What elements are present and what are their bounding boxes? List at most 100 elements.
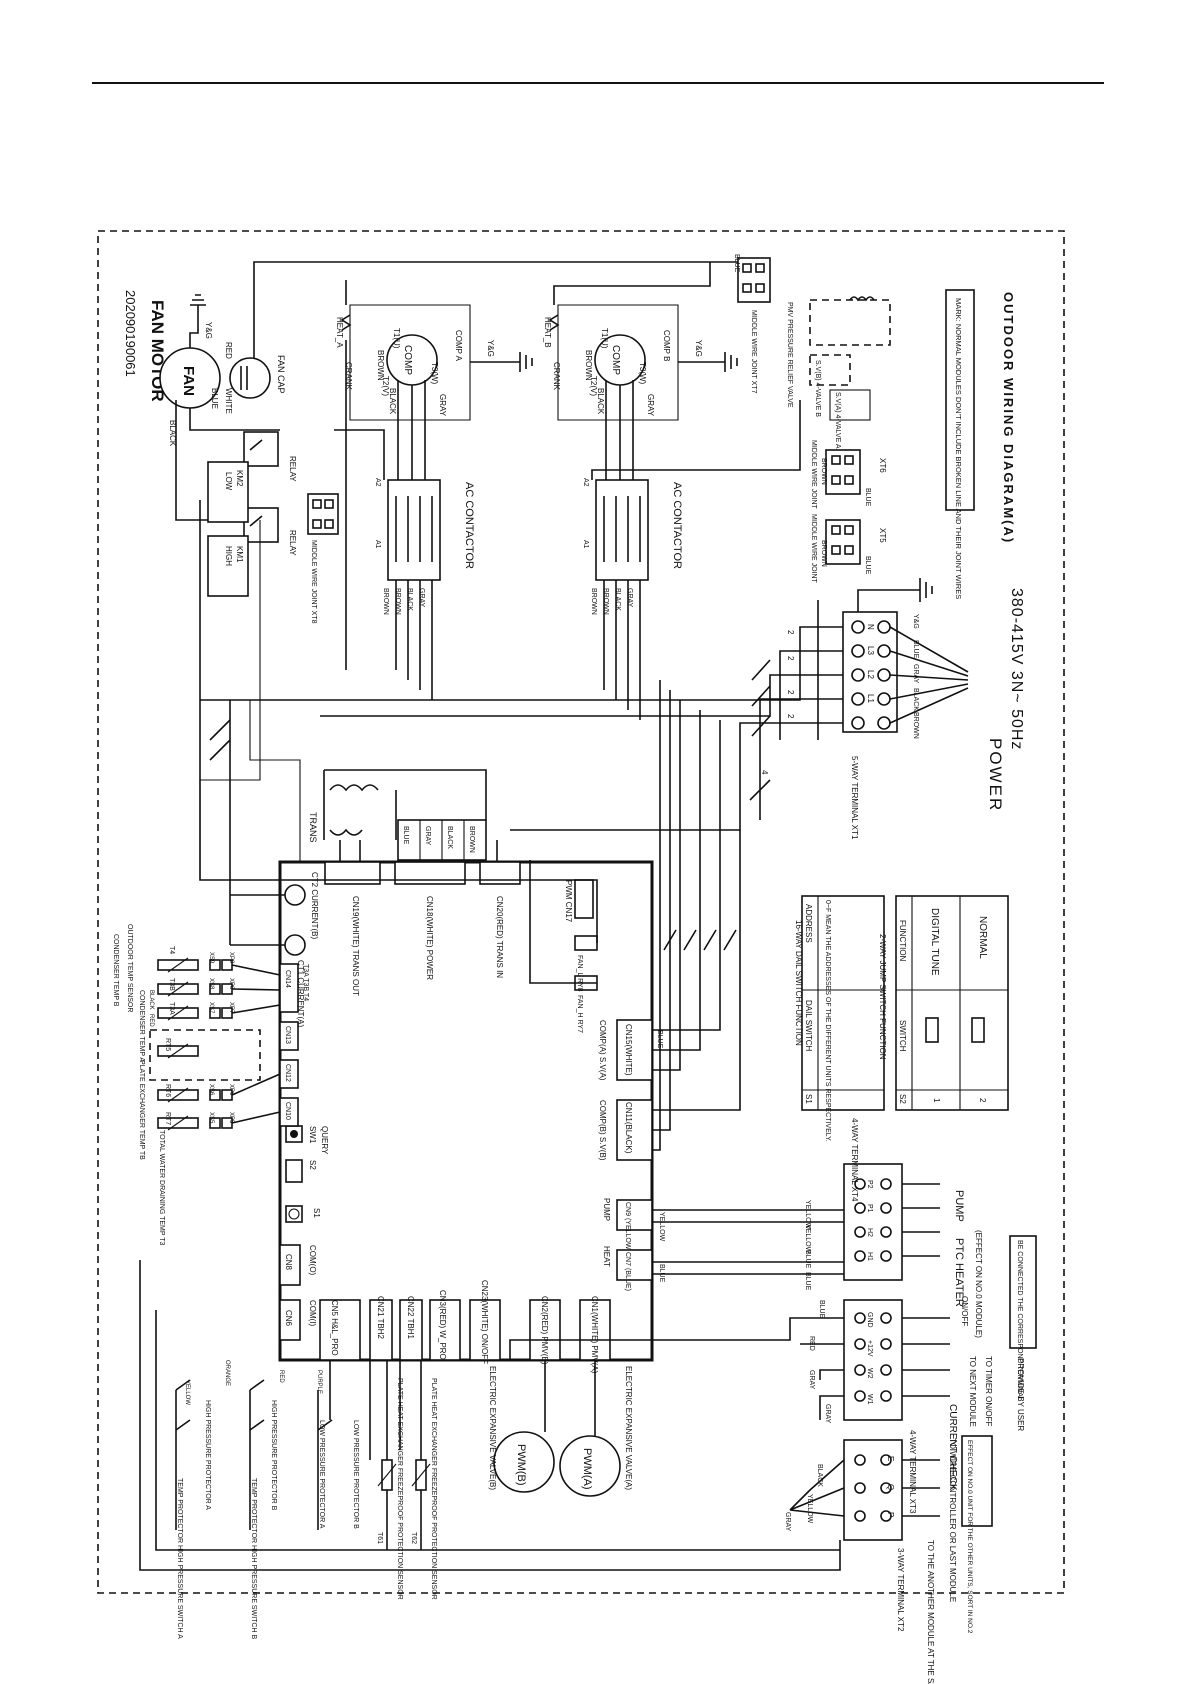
cn18-connector[interactable] [394,861,466,885]
comp-a-yg: Y&G [486,340,495,357]
xt1-pin-n: N [866,624,875,630]
exp-a-label: ELECTRIC EXPANSIVE VALVE(A) [624,1366,633,1490]
cn20-label: CN20(RED) TRANS IN [495,896,504,978]
switch-16-h2: DAIL SWITCH [804,1000,813,1051]
comp-a-t2: T2(V) [381,376,390,396]
t3b-black: BLACK [148,990,154,1010]
comp-a-gray: GRAY [438,394,447,417]
xt4-pin-p2: P2 [866,1180,873,1189]
be-connected-box [1009,1235,1037,1349]
ac-contactor-a-label: AC CONTACTOR [463,482,475,569]
relief-blue-label: BLUE [733,254,740,273]
xs8-label: XS8 [208,978,214,990]
relay-km1 [243,507,279,543]
xt5-joint [825,519,861,565]
fan-ground-icon [190,294,206,325]
sensor-rt7: RT7 XS5 XP5 [157,1112,234,1131]
temp-a-label: TEMP PROTECTOR HIGH PRESSURE SWITCH A [176,1478,183,1639]
cn20-connector[interactable] [479,861,521,885]
xt1-name: 5-WAY TERMINAL XT1 [850,756,859,840]
exp-b-label: ELECTRIC EXPANSIVE VALVE(B) [488,1366,497,1490]
pwm-a-valve [559,1435,621,1497]
s1-dial-switch[interactable] [285,1205,303,1223]
cn17-pwm-connector[interactable] [574,879,594,919]
cn10-label: CN10 [284,1102,291,1120]
high-label: HIGH [224,546,233,566]
switch-2-row1-no: 1 [932,1098,941,1103]
xt4-wire-blue-2: BLUE [804,1272,811,1291]
switch-table-16: 16-WAY DAIL SWITCH FUNCTION S1 DAIL SWIT… [794,895,885,1142]
xt4-ptc-label: PTC HEATER [953,1238,965,1307]
fan-h-label: FAN_H RY7 [576,995,583,1033]
switch-16-title: 16-WAY DAIL SWITCH FUNCTION [794,920,803,1046]
cn17-label: PWM CN17 [564,880,573,923]
transformer-coil-icon [329,784,379,792]
cn3-label: CN3(RED) W_PRO [438,1290,447,1360]
cn8-label: CN8 [284,1254,293,1271]
cn22-connector[interactable] [399,1299,423,1361]
cn15-connector[interactable] [616,1019,653,1081]
pwm-b-valve [493,1431,555,1493]
heat-a-label: HEAT_A [335,317,344,348]
ct2-label: CT2 CURRENT(B) [310,872,319,939]
xt2-wire-gray: GRAY [784,1512,791,1532]
contactor-b-pin-a2: A2 [582,478,589,487]
xt1-wire-gray: GRAY [912,664,919,684]
ct2-sensor [284,884,306,906]
comp-a-sv-label: COMP(A) S.V(A) [598,1020,607,1081]
xt1-wire-black: BLACK [912,688,919,711]
be-connected-label: BE CONNECTED THE CORRESPOND TERMINAL [1016,1240,1023,1401]
xt4-terminal [843,1163,903,1281]
relay-label-1: RELAY [288,456,297,482]
xt3-on-off-label: ON/OFF [960,1296,969,1326]
rt5-label: RT5 [164,1038,171,1051]
cn14-label: CN14 [284,970,291,988]
cn23-connector[interactable] [469,1299,501,1361]
cn21-connector[interactable] [369,1299,393,1361]
s2-jump-switch[interactable] [285,1159,303,1183]
xt2-name: 3-WAY TERMINAL XT2 [896,1548,905,1632]
switch-2-h2: SWITCH [898,1020,907,1052]
cn2-connector[interactable] [529,1299,561,1361]
cn3-connector[interactable] [429,1299,461,1361]
cn11-label: CN11(BLACK) [624,1102,633,1154]
xt4-wire-yellow-2: YELLOW [804,1224,811,1254]
power-label: POWER [986,738,1005,812]
freeze1-label: PLATE HEAT EXCHANGER FREEZEPROOF PROTECT… [396,1378,403,1600]
fan-wire-black: BLACK [168,420,177,447]
com-i-label: COM(I) [308,1300,317,1327]
cn8-connector[interactable] [279,1244,301,1286]
switch-2-h1: S2 [898,1094,907,1104]
cn5-connector[interactable] [319,1299,361,1361]
cn13-label: CN13 [284,1026,291,1044]
cn19-connector[interactable] [324,861,381,885]
cn11-connector[interactable] [616,1099,653,1161]
xt5-brown: BROWN [820,540,827,567]
fan-wire-red: RED [224,342,233,359]
t3b-label: T3B [168,978,175,991]
switch-2-dip-2 [971,1017,985,1043]
xt4-effect-label: (EFFECT ON NO.0 MODULE) [974,1230,983,1338]
comp-a-t3: T3(W) [430,362,439,385]
cn9-connector[interactable] [616,1199,653,1231]
trans-label: TRANS [308,812,318,843]
lp-b-label: LOW PRESSURE PROTECTOR B [352,1420,359,1529]
fan-wire-blue: BLUE [210,388,219,409]
contactor-a-wire-2: BROWN [394,588,401,615]
xt1-count-1: 2 [786,630,795,635]
cn7-connector[interactable] [616,1249,653,1281]
xt1-count-4: 2 [786,714,795,719]
xt1-wire-brown: BROWN [912,712,919,739]
relief-valve-box [809,299,891,346]
cn6-connector[interactable] [279,1299,301,1341]
trans-wire-black: BLACK [446,826,453,849]
cn14-connector[interactable] [279,963,299,1013]
xt5-blue: BLUE [864,556,871,575]
xt6-blue: BLUE [864,488,871,507]
xt3-name: 4-WAY TERMINAL XT3 [908,1430,917,1514]
cn22-label: CN22 TBH1 [406,1296,415,1340]
xt1-count-5: 4 [760,770,769,775]
switch-2-h3: FUNCTION [898,920,907,962]
cn13-connector[interactable] [279,1021,299,1051]
